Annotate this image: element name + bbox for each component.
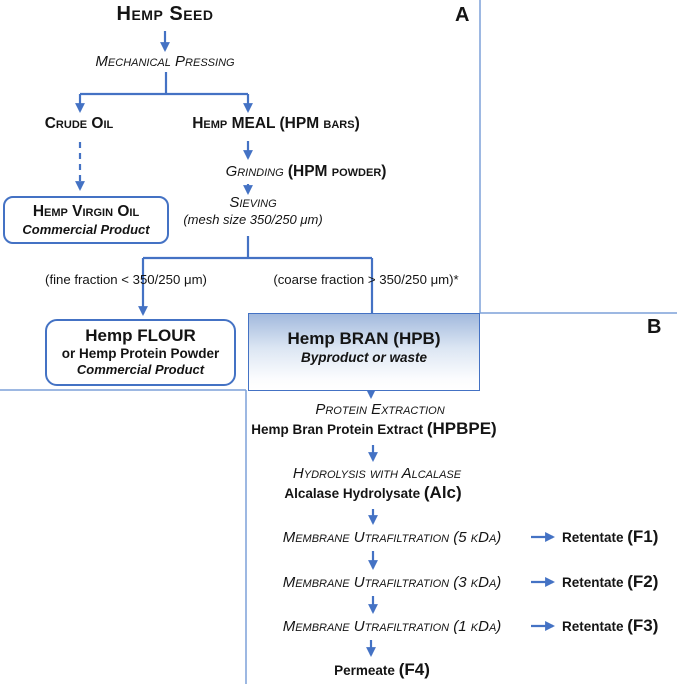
- ultrafiltration-3kda-step: Membrane Utrafiltration (3 kDa): [282, 574, 502, 591]
- retentate-f3-name: Retentate: [562, 619, 628, 634]
- permeate-name: Permeate: [334, 663, 399, 678]
- protein-extraction-step: Protein Extraction: [315, 401, 445, 418]
- hemp-bran-title: Hemp BRAN (HPB): [287, 329, 441, 348]
- fine-fraction-label: (fine fraction < 350/250 μm): [45, 272, 207, 287]
- hpbpe-name: Hemp Bran Protein Extract: [251, 422, 427, 437]
- grinding-step: Grinding (HPM powder): [226, 163, 387, 181]
- hpbpe-abbr: (HPBPE): [426, 419, 497, 438]
- panel-a-label: A: [455, 4, 470, 26]
- crude-oil-node: Crude Oil: [44, 115, 114, 132]
- hemp-virgin-oil-title: Hemp Virgin Oil: [32, 202, 140, 220]
- retentate-f2-node: Retentate (F2): [562, 572, 658, 592]
- hemp-flour-line2: or Hemp Protein Powder: [61, 345, 220, 361]
- permeate-abbr: (F4): [398, 660, 430, 679]
- coarse-fraction-label: (coarse fraction > 350/250 μm)*: [273, 272, 459, 287]
- flow-arrows-b: [366, 389, 555, 657]
- panel-b-label: B: [647, 316, 662, 338]
- hydrolysate-abbr: (Alc): [423, 483, 462, 502]
- hemp-flour-box: Hemp FLOUR or Hemp Protein Powder Commer…: [45, 319, 236, 386]
- grinding-output-label: (HPM powder): [287, 163, 387, 180]
- hemp-meal-node: Hemp MEAL (HPM bars): [192, 115, 360, 132]
- hemp-bran-subtitle: Byproduct or waste: [300, 350, 428, 366]
- retentate-f1-name: Retentate: [562, 530, 628, 545]
- retentate-f1-abbr: (F1): [627, 527, 659, 546]
- sieving-step: Sieving: [229, 194, 277, 211]
- alcalase-hydrolysate-node: Alcalase Hydrolysate (Alc): [284, 483, 461, 503]
- retentate-f3-abbr: (F3): [627, 616, 659, 635]
- retentate-f3-node: Retentate (F3): [562, 616, 658, 636]
- flow-arrows-a: [75, 31, 377, 327]
- ultrafiltration-1kda-step: Membrane Utrafiltration (1 kDa): [282, 618, 502, 635]
- mechanical-pressing-step: Mechanical Pressing: [95, 53, 235, 70]
- permeate-f4-node: Permeate (F4): [334, 660, 430, 680]
- hemp-flour-subtitle: Commercial Product: [76, 362, 205, 378]
- retentate-f1-node: Retentate (F1): [562, 527, 658, 547]
- hydrolysis-step: Hydrolysis with Alcalase: [292, 465, 462, 482]
- retentate-f2-abbr: (F2): [627, 572, 659, 591]
- hemp-virgin-oil-box: Hemp Virgin Oil Commercial Product: [3, 196, 169, 244]
- hemp-flour-title: Hemp FLOUR: [85, 326, 196, 346]
- hemp-bran-box: Hemp BRAN (HPB) Byproduct or waste: [248, 313, 480, 391]
- hpbpe-node: Hemp Bran Protein Extract (HPBPE): [251, 419, 496, 439]
- sieving-mesh-note: (mesh size 350/250 μm): [183, 212, 323, 227]
- hemp-virgin-oil-subtitle: Commercial Product: [22, 221, 150, 237]
- ultrafiltration-5kda-step: Membrane Utrafiltration (5 kDa): [282, 529, 502, 546]
- retentate-f2-name: Retentate: [562, 575, 628, 590]
- grinding-label: Grinding: [225, 163, 288, 180]
- hydrolysate-name: Alcalase Hydrolysate: [284, 486, 424, 501]
- hemp-seed-node: Hemp Seed: [116, 3, 214, 25]
